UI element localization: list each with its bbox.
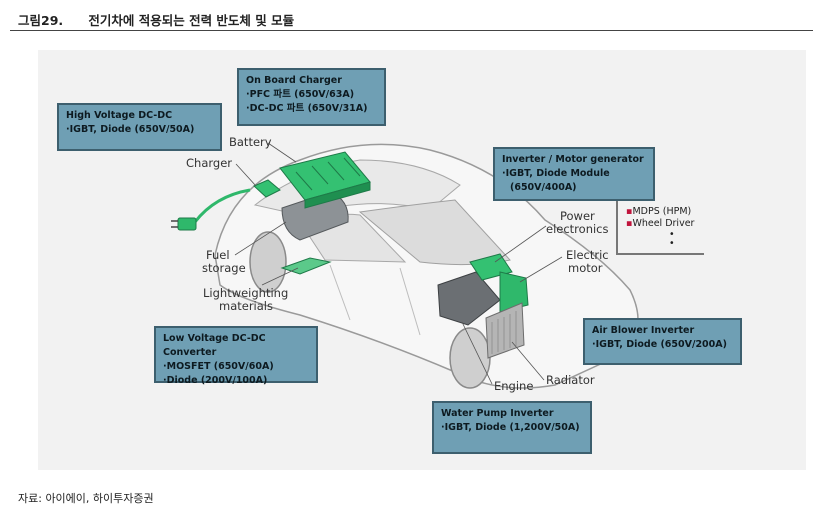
label-power-electronics-line-2: electronics	[546, 222, 609, 236]
rear-wheel	[249, 231, 287, 293]
low-voltage-dcdc-line-2: Diode (200V/100A)	[163, 374, 309, 388]
label-lightweighting-line-1: Lightweighting	[203, 286, 289, 300]
inverter-applications-list: MDPS (HPM) Wheel Driver • •	[626, 206, 694, 248]
front-wheel	[449, 327, 491, 389]
leader-lightweighting	[261, 267, 299, 286]
on-board-charger-box: On Board Charger PFC 파트 (650V/63A) DC-DC…	[237, 68, 386, 126]
leader-radiator	[511, 341, 545, 381]
high-voltage-dcdc-line-1: IGBT, Diode (650V/50A)	[66, 123, 213, 137]
label-engine: Engine	[494, 379, 534, 393]
charging-plug-pins	[171, 220, 178, 228]
label-lightweighting: Lightweighting materials	[203, 287, 288, 313]
charging-cable	[193, 188, 251, 223]
label-fuel-storage-line-2: storage	[202, 261, 246, 275]
high-voltage-dcdc-title: High Voltage DC-DC	[66, 110, 173, 121]
list-item-mdps: MDPS (HPM)	[626, 206, 694, 218]
on-board-charger-line-2: DC-DC 파트 (650V/31A)	[246, 102, 377, 116]
charging-plug	[177, 217, 197, 231]
figure-title: 전기차에 적용되는 전력 반도체 및 모듈	[88, 13, 295, 28]
air-blower-box: Air Blower Inverter IGBT, Diode (650V/20…	[583, 318, 742, 365]
inverter-motor-title: Inverter / Motor generator	[502, 154, 644, 165]
high-voltage-dcdc-box: High Voltage DC-DC IGBT, Diode (650V/50A…	[57, 103, 222, 151]
label-power-electronics: Power electronics	[546, 210, 609, 236]
leader-fuel	[234, 221, 287, 256]
list-ellipsis-dot-1: •	[669, 229, 675, 240]
inverter-motor-line-1: IGBT, Diode Module	[502, 167, 646, 181]
label-electric-motor: Electric motor	[566, 249, 609, 275]
radiator	[485, 302, 525, 359]
label-fuel-storage: Fuel storage	[202, 249, 246, 275]
radiator-fins	[491, 311, 517, 354]
water-pump-title: Water Pump Inverter	[441, 408, 554, 419]
figure-title-row: 그림29. 전기차에 적용되는 전력 반도체 및 모듈	[18, 10, 294, 29]
battery-pack-side	[304, 181, 371, 209]
engine-block	[437, 271, 501, 326]
leader-power-electronics	[494, 225, 547, 263]
list-ellipsis-dot-2: •	[669, 238, 675, 249]
inverter-motor-line-2: (650V/400A)	[510, 182, 577, 193]
charger-module	[253, 179, 281, 198]
list-item-wheel-driver: Wheel Driver	[626, 218, 694, 230]
electric-motor	[499, 271, 529, 313]
low-voltage-dcdc-title: Low Voltage DC-DC Converter	[163, 333, 266, 358]
title-divider	[10, 30, 813, 31]
label-electric-motor-line-1: Electric	[566, 248, 609, 262]
figure-number: 그림29.	[18, 13, 64, 28]
leader-electric-motor	[519, 256, 563, 283]
label-power-electronics-line-1: Power	[560, 209, 595, 223]
label-lightweighting-line-2: materials	[219, 299, 273, 313]
on-board-charger-line-1: PFC 파트 (650V/63A)	[246, 88, 377, 102]
on-board-charger-title: On Board Charger	[246, 75, 342, 86]
inverter-motor-box: Inverter / Motor generator IGBT, Diode M…	[493, 147, 655, 201]
low-voltage-dcdc-box: Low Voltage DC-DC Converter MOSFET (650V…	[154, 326, 318, 386]
label-radiator: Radiator	[546, 373, 595, 387]
air-blower-title: Air Blower Inverter	[592, 325, 695, 336]
battery-cells	[295, 157, 361, 191]
label-battery: Battery	[229, 135, 272, 149]
label-fuel-storage-line-1: Fuel	[206, 248, 230, 262]
leader-battery	[267, 142, 297, 163]
label-electric-motor-line-2: motor	[568, 261, 603, 275]
leader-engine	[461, 321, 493, 385]
car-door-line	[329, 264, 421, 336]
car-windshield	[358, 199, 511, 266]
water-pump-line-1: IGBT, Diode (1,200V/50A)	[441, 421, 583, 435]
low-voltage-dcdc-line-1: MOSFET (650V/60A)	[163, 360, 309, 374]
leader-charger	[235, 163, 257, 187]
source-note: 자료: 아이에이, 하이투자증권	[18, 492, 154, 505]
water-pump-box: Water Pump Inverter IGBT, Diode (1,200V/…	[432, 401, 592, 454]
side-list-bracket	[616, 200, 704, 255]
air-blower-line-1: IGBT, Diode (650V/200A)	[592, 338, 733, 352]
label-charger: Charger	[186, 156, 232, 170]
